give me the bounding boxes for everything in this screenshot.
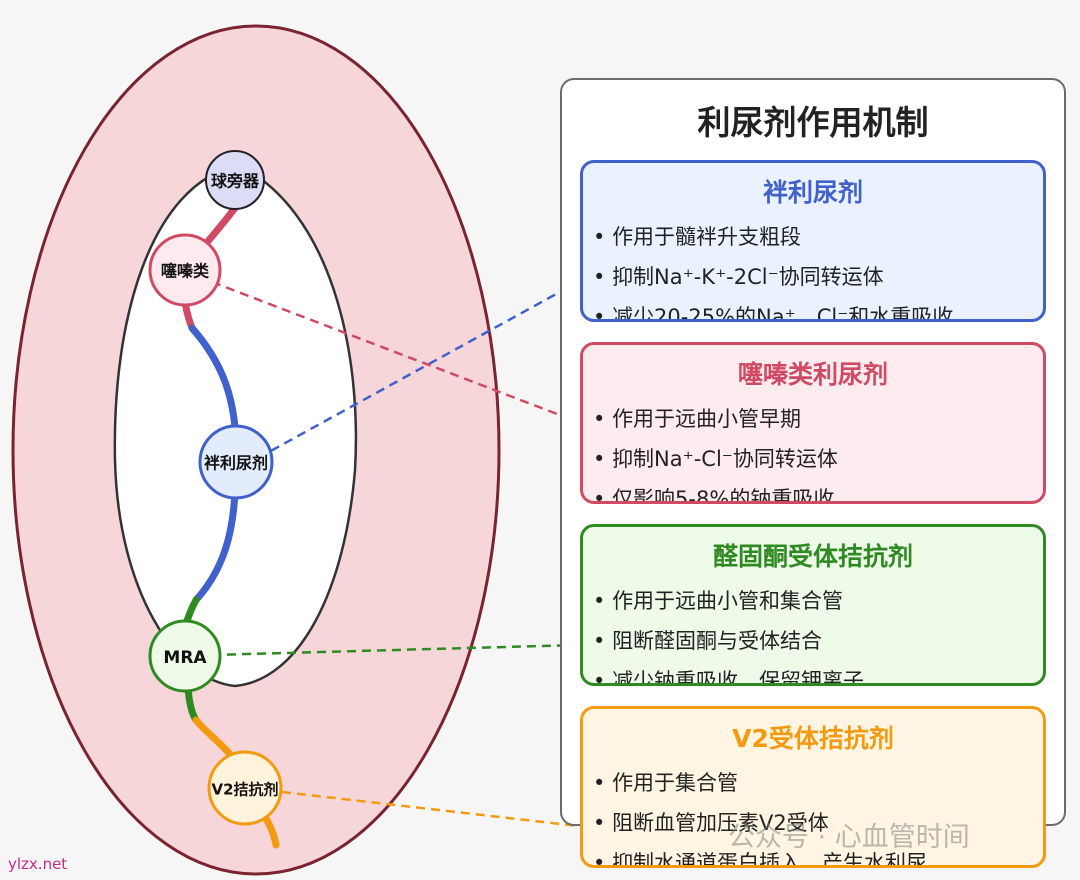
card-bullet: 抑制水通道蛋白插入，产生水利尿 [593, 847, 927, 865]
card-title: 袢利尿剂 [762, 178, 863, 207]
card-bullet: 抑制Na⁺-K⁺-2Cl⁻协同转运体 [593, 261, 884, 291]
card-title: 噻嗪类利尿剂 [737, 360, 888, 389]
card-thiazide: 噻嗪类利尿剂 作用于远曲小管早期 抑制Na⁺-Cl⁻协同转运体 仅影响5-8%的… [580, 342, 1046, 504]
card-title: V2受体拮抗剂 [732, 724, 894, 753]
card-bullet: 阻断血管加压素V2受体 [593, 807, 829, 837]
card-bullet: 作用于远曲小管早期 [593, 403, 801, 433]
connector-loop [257, 280, 579, 460]
node-loop-diuretic [198, 424, 274, 500]
card-loop-diuretic: 袢利尿剂 作用于髓袢升支粗段 抑制Na⁺-K⁺-2Cl⁻协同转运体 减少20-2… [580, 160, 1046, 322]
card-bullet: 减少钠重吸收、保留钾离子 [593, 665, 864, 683]
panel-title: 利尿剂作用机制 [697, 103, 929, 142]
node-glomerulus [205, 150, 265, 210]
node-glomerulus-label: 球旁器 [211, 172, 260, 191]
card-v2-antagonist: V2受体拮抗剂 作用于集合管 阻断血管加压素V2受体 抑制水通道蛋白插入，产生水… [580, 706, 1046, 868]
site-label: ylzx.net [8, 855, 68, 873]
mechanism-panel: 利尿剂作用机制 袢利尿剂 作用于髓袢升支粗段 抑制Na⁺-K⁺-2Cl⁻协同转运… [560, 78, 1066, 868]
card-bullet: 阻断醛固酮与受体结合 [593, 625, 822, 655]
node-mra [148, 619, 222, 693]
card-bullet: 作用于髓袢升支粗段 [593, 221, 801, 251]
node-loop-diuretic-label: 袢利尿剂 [204, 454, 268, 473]
card-mra: 醛固酮受体拮抗剂 作用于远曲小管和集合管 阻断醛固酮与受体结合 减少钠重吸收、保… [580, 524, 1046, 686]
node-v2-antagonist-label: V2拮抗剂 [211, 781, 278, 799]
card-bullet: 抑制Na⁺-Cl⁻协同转运体 [593, 443, 838, 473]
card-bullet: 仅影响5-8%的钠重吸收 [593, 483, 834, 501]
node-thiazide-label: 噻嗪类 [161, 262, 210, 281]
card-title: 醛固酮受体拮抗剂 [712, 542, 913, 571]
connector-v2 [281, 790, 579, 828]
card-bullet: 作用于集合管 [593, 767, 738, 797]
card-bullet: 作用于远曲小管和集合管 [593, 585, 843, 615]
node-mra-label: MRA [163, 648, 207, 668]
connector-mra [211, 643, 579, 657]
card-bullet: 减少20-25%的Na⁺、Cl⁻和水重吸收 [593, 301, 953, 319]
watermark: 公众号 · 心血管时间 [728, 822, 970, 853]
node-v2-antagonist [207, 750, 283, 826]
connector-thiazide [211, 280, 579, 424]
node-thiazide [148, 233, 222, 307]
